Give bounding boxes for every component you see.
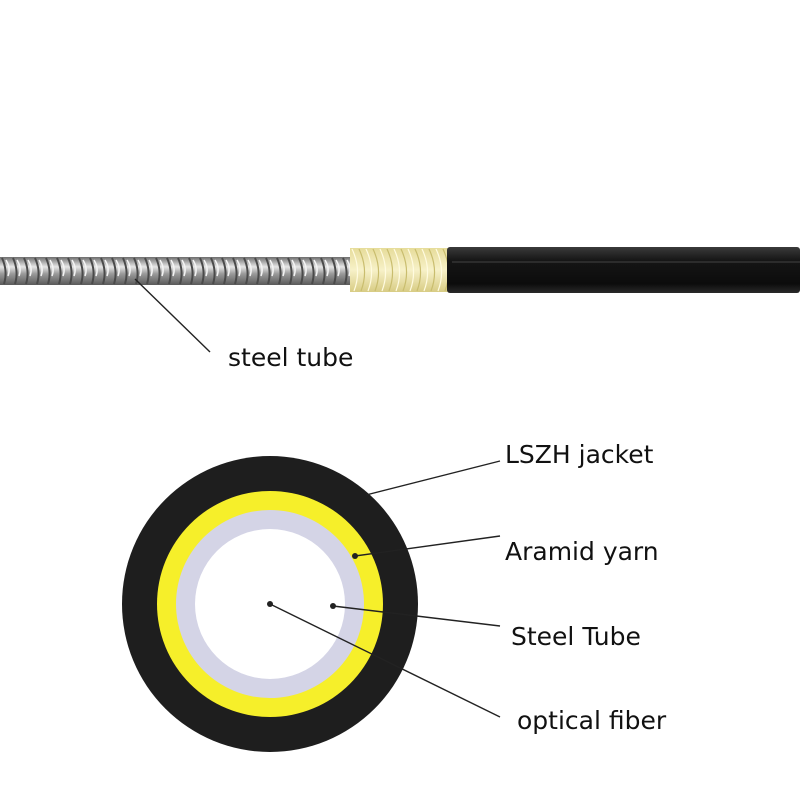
- steel-tube-ridge: [122, 257, 128, 285]
- aramid-yarn-label: Aramid yarn: [505, 537, 659, 566]
- aramid-yarn-strand: [407, 248, 415, 292]
- steel-tube-ridge: [45, 257, 51, 285]
- steel-tube-highlight: [38, 259, 43, 277]
- steel-tube-highlight: [214, 259, 219, 277]
- aramid-yarn-strand: [365, 248, 373, 292]
- aramid-yarn-strand: [414, 248, 422, 292]
- steel-tube-ridge: [12, 257, 18, 285]
- steel-tube-ridge: [342, 257, 348, 285]
- steel-tube-highlight: [115, 259, 120, 277]
- steel-tube-ridge: [287, 257, 293, 285]
- steel-tube-highlight: [324, 259, 329, 277]
- steel-tube-ridge: [111, 257, 117, 285]
- steel-tube-highlight: [104, 259, 109, 277]
- steel-tube-ridge: [265, 257, 271, 285]
- steel-tube-ridge: [243, 257, 249, 285]
- steel-tube-highlight: [49, 259, 54, 277]
- steel-tube-highlight: [280, 259, 285, 277]
- cable-cross-section: LSZH jacket Aramid yarn Steel Tube optic…: [122, 440, 667, 752]
- aramid-yarn-strand: [372, 248, 380, 292]
- steel-tube-highlight: [335, 259, 340, 277]
- aramid-yarn-leader: [354, 535, 501, 557]
- steel-tube-ridge: [89, 257, 95, 285]
- lszh-jacket-segment: [447, 247, 800, 293]
- lszh-jacket-leader: [365, 460, 501, 496]
- steel-tube-ridge: [100, 257, 106, 285]
- steel-tube-highlight: [291, 259, 296, 277]
- steel-tube-highlight: [16, 259, 21, 277]
- steel-tube-highlight: [27, 259, 32, 277]
- steel-tube-ridge: [34, 257, 40, 285]
- steel-tube-highlight: [258, 259, 263, 277]
- optical-fiber-leader: [269, 603, 501, 718]
- steel-tube-highlight: [269, 259, 274, 277]
- steel-tube-highlight: [137, 259, 142, 277]
- steel-tube-label: Steel Tube: [511, 622, 641, 651]
- aramid-yarn-strand: [435, 248, 443, 292]
- steel-tube-ridge: [56, 257, 62, 285]
- steel-tube-ridge: [232, 257, 238, 285]
- steel-tube-highlight: [60, 259, 65, 277]
- steel-tube-ridge: [155, 257, 161, 285]
- aramid-yarn-strand: [421, 248, 429, 292]
- steel-tube-ridge: [78, 257, 84, 285]
- aramid-yarn-strand: [400, 248, 408, 292]
- aramid-yarn-strand: [351, 248, 359, 292]
- aramid-yarn-strand: [358, 248, 366, 292]
- steel-tube-spiral: [1, 257, 351, 285]
- steel-tube-highlight: [313, 259, 318, 277]
- cable-side-view: steel tube: [0, 247, 800, 372]
- steel-tube-ridge: [166, 257, 172, 285]
- aramid-yarn-strand: [386, 248, 394, 292]
- steel-tube-highlight: [181, 259, 186, 277]
- steel-tube-ridge: [144, 257, 150, 285]
- steel-tube-ridge: [23, 257, 29, 285]
- steel-tube-ridge: [320, 257, 326, 285]
- aramid-yarn-strand: [379, 248, 387, 292]
- steel-tube-highlight: [82, 259, 87, 277]
- steel-tube-ridge: [188, 257, 194, 285]
- steel-tube-side-label: steel tube: [228, 343, 353, 372]
- optical-fiber-label: optical fiber: [517, 706, 667, 735]
- steel-tube-highlight: [148, 259, 153, 277]
- steel-tube-highlight: [71, 259, 76, 277]
- steel-tube-highlight: [192, 259, 197, 277]
- steel-tube-ridge: [331, 257, 337, 285]
- steel-tube-highlight: [5, 259, 10, 277]
- steel-tube-ridge: [210, 257, 216, 285]
- steel-tube-highlight: [126, 259, 131, 277]
- steel-tube-highlight: [236, 259, 241, 277]
- steel-tube-ridge: [177, 257, 183, 285]
- steel-tube-ridge: [221, 257, 227, 285]
- steel-tube-highlight: [159, 259, 164, 277]
- steel-tube-ridge: [199, 257, 205, 285]
- steel-tube-highlight: [93, 259, 98, 277]
- lszh-jacket-label: LSZH jacket: [505, 440, 654, 469]
- steel-tube-ridge: [309, 257, 315, 285]
- steel-tube-highlight: [247, 259, 252, 277]
- steel-tube-side-leader: [134, 278, 211, 353]
- steel-tube-highlight: [203, 259, 208, 277]
- steel-tube-highlight: [225, 259, 230, 277]
- steel-tube-ridge: [67, 257, 73, 285]
- steel-tube-ridge: [298, 257, 304, 285]
- steel-tube-highlight: [170, 259, 175, 277]
- steel-tube-ridge: [276, 257, 282, 285]
- steel-tube-ridge: [133, 257, 139, 285]
- steel-tube-ridge: [254, 257, 260, 285]
- steel-tube-ridge: [1, 257, 7, 285]
- steel-tube-highlight: [302, 259, 307, 277]
- steel-tube-leader: [332, 605, 501, 627]
- aramid-yarn-strand: [428, 248, 436, 292]
- aramid-yarn-strand: [393, 248, 401, 292]
